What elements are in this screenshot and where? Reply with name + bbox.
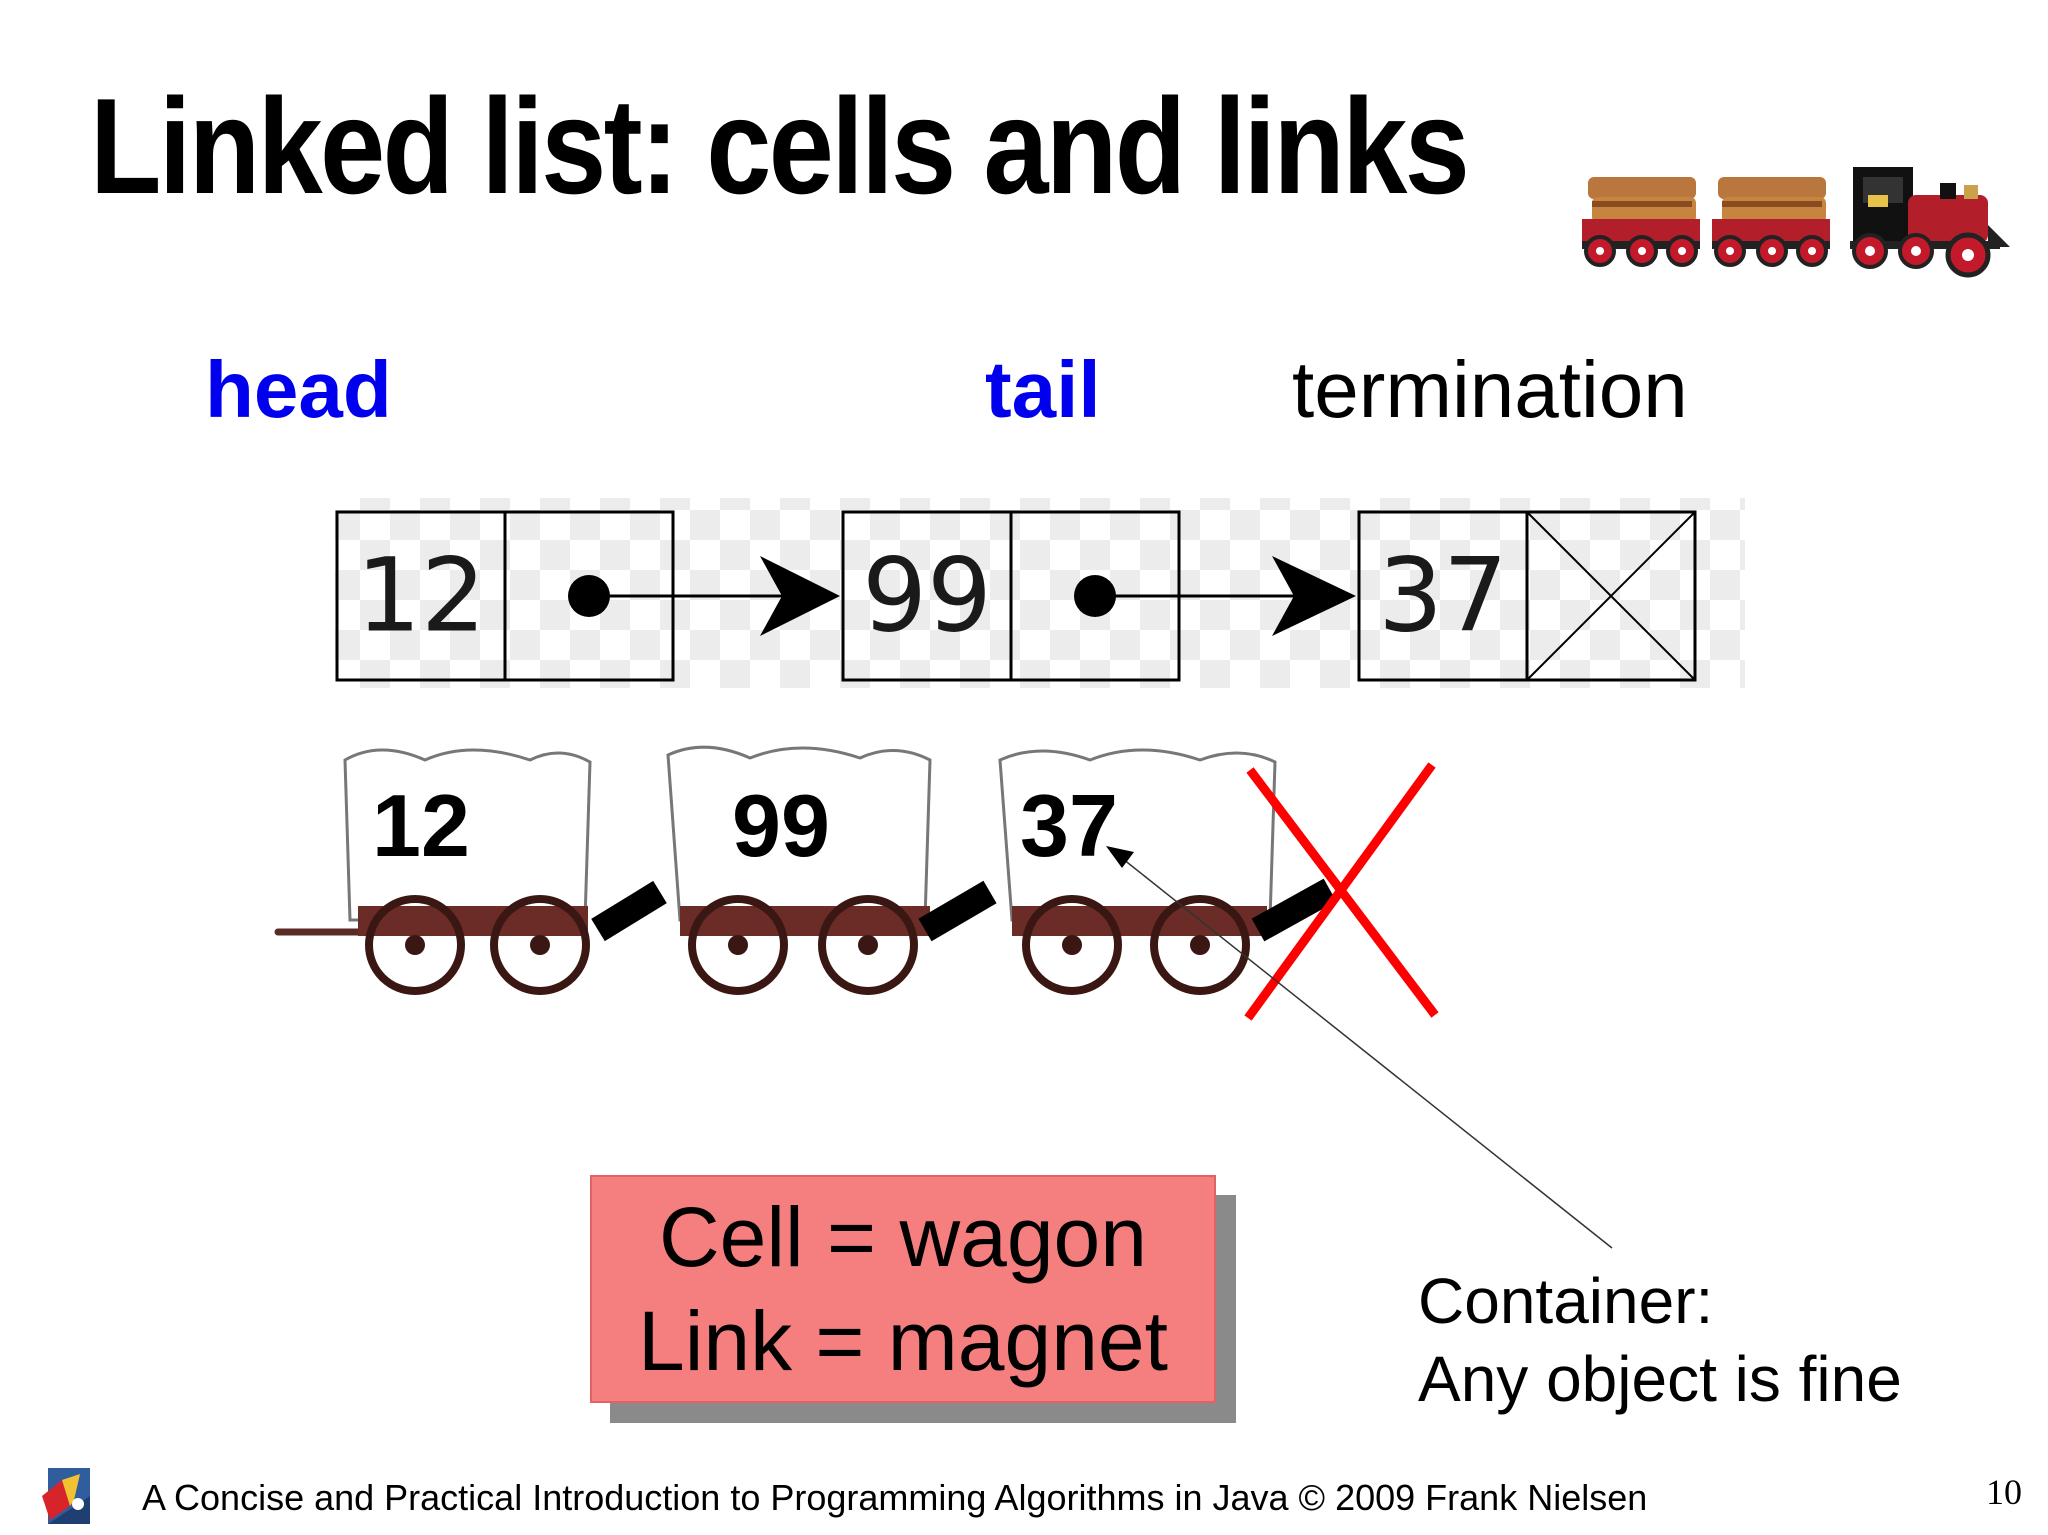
wagon-bed xyxy=(1012,906,1267,936)
wagon-illustration xyxy=(274,745,1337,995)
wagon-cover xyxy=(343,748,592,922)
wagon-bed xyxy=(680,906,930,936)
diagram-background xyxy=(335,498,1745,688)
callout-box: Cell = wagon Link = magnet xyxy=(590,1175,1216,1403)
null-cross xyxy=(1526,511,1696,681)
label-termination: termination xyxy=(1292,345,1688,434)
slide-title: Linked list: cells and links xyxy=(90,70,1470,222)
wagon-value: 12 xyxy=(372,776,470,875)
train-wheels xyxy=(1584,232,1991,278)
wagon-bed xyxy=(358,906,588,936)
list-cell: 12 xyxy=(335,510,675,682)
label-tail: tail xyxy=(985,345,1101,434)
toy-train-icon xyxy=(1582,167,2010,278)
magnet-link xyxy=(591,880,667,942)
link-arrow xyxy=(1095,556,1356,636)
cell-value: 37 xyxy=(1378,537,1508,656)
wagon-value: 37 xyxy=(1020,776,1118,875)
magnet-link xyxy=(918,880,997,942)
cell-value: 99 xyxy=(862,537,992,656)
wagon-wheel xyxy=(490,895,590,995)
wagon-wheel xyxy=(1022,895,1122,995)
list-cell: 37 xyxy=(1357,510,1697,682)
callout-line-link: Link = magnet xyxy=(637,1294,1168,1388)
wagon-wheel xyxy=(688,895,788,995)
link-arrow xyxy=(589,556,840,636)
university-logo-icon xyxy=(42,1468,90,1524)
footer-text: A Concise and Practical Introduction to … xyxy=(142,1477,1648,1518)
wagon-wheel xyxy=(1150,895,1250,995)
page-number: 10 xyxy=(1986,1472,2022,1512)
leader-arrow xyxy=(1106,846,1613,1249)
label-head: head xyxy=(205,345,392,434)
container-note-title: Container: xyxy=(1418,1265,1714,1337)
magnet-link xyxy=(1251,878,1337,942)
callout-line-cell: Cell = wagon xyxy=(659,1190,1147,1284)
wagon-cover xyxy=(998,748,1277,922)
wagon-wheel xyxy=(818,895,918,995)
cell-value: 12 xyxy=(356,537,486,656)
termination-cross xyxy=(1244,762,1439,1021)
container-note-body: Any object is fine xyxy=(1418,1343,1902,1415)
wagon-cover xyxy=(666,745,932,922)
container-note: Container: Any object is fine xyxy=(1418,1262,1902,1418)
wagon-wheel xyxy=(365,895,465,995)
wagon-value: 99 xyxy=(732,776,830,875)
